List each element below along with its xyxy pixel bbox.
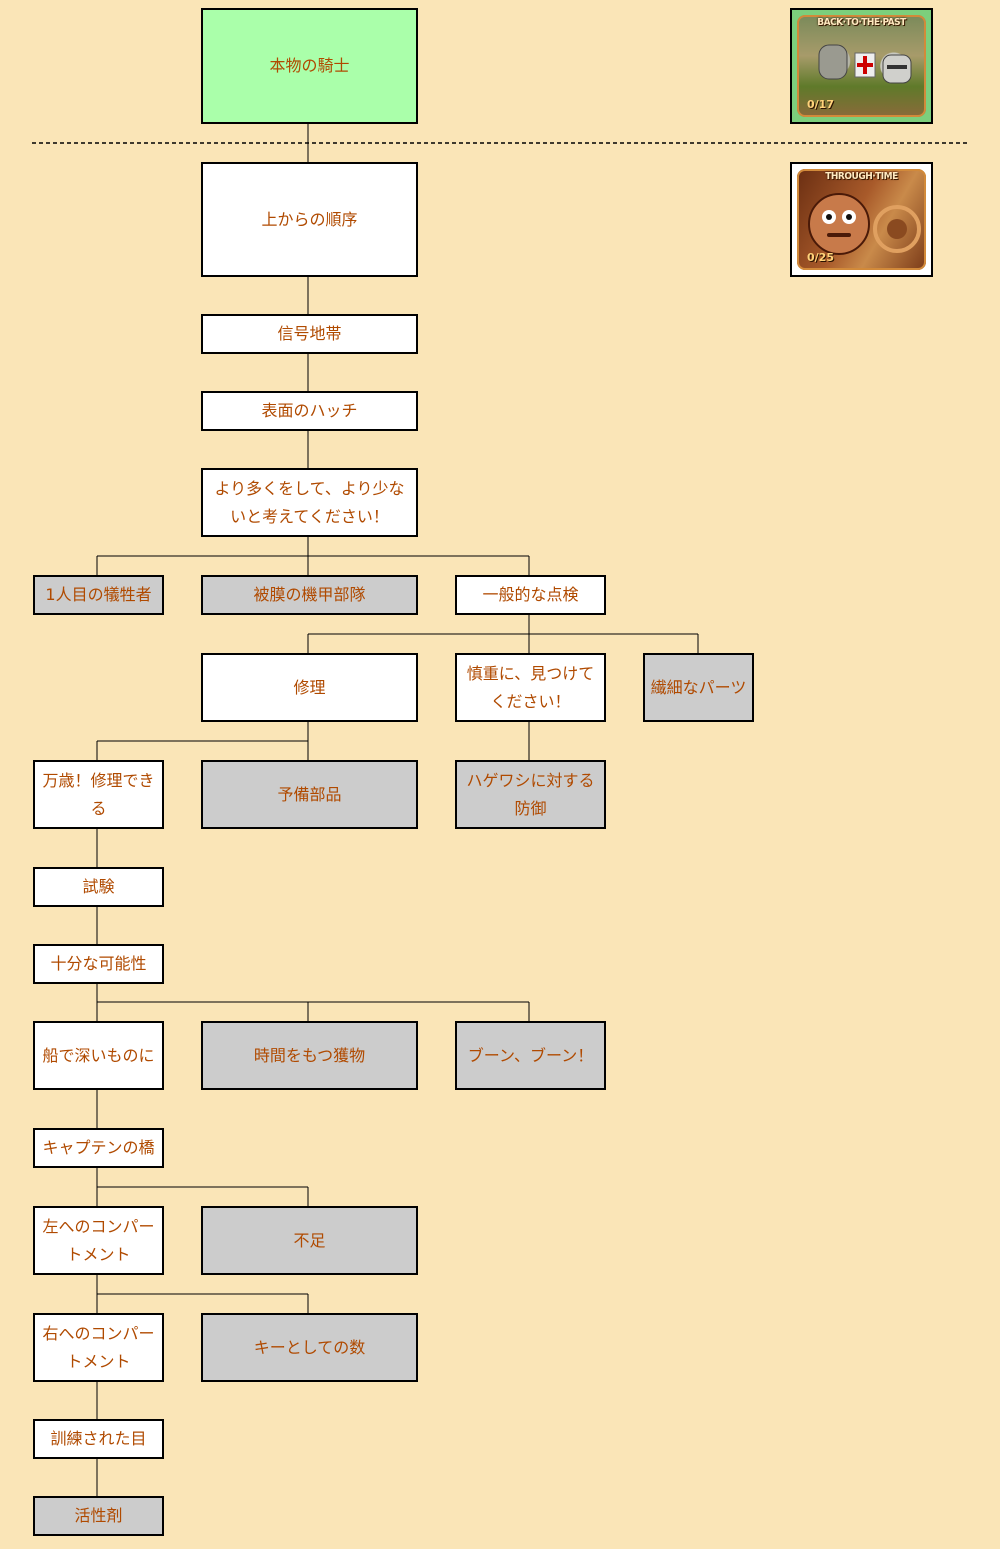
node-captains-bridge[interactable]: キャプテンの橋 — [33, 1128, 164, 1168]
node-label: 活性剤 — [74, 1506, 123, 1525]
node-spare-parts[interactable]: 予備部品 — [201, 760, 418, 829]
node-hooray-repairable[interactable]: 万歳！修理できる — [33, 760, 164, 829]
node-activator[interactable]: 活性剤 — [33, 1496, 164, 1536]
through-time-image: THROUGH·TIME 0/25 — [797, 169, 926, 270]
node-label: 万歳！修理できる — [42, 770, 155, 818]
node-boon-boon[interactable]: ブーン、ブーン！ — [455, 1021, 606, 1090]
back-to-the-past-thumbnail[interactable]: BACK·TO·THE·PAST 0/17 — [790, 8, 933, 124]
node-label: 試験 — [82, 877, 115, 896]
node-ship-to-deep[interactable]: 船で深いものに — [33, 1021, 164, 1090]
thumbnail-counter: 0/25 — [807, 251, 834, 264]
node-left-compartment[interactable]: 左へのコンパートメント — [33, 1206, 164, 1275]
node-label: 時間をもつ獲物 — [253, 1045, 366, 1065]
node-find-carefully[interactable]: 慎重に、見つけてください！ — [455, 653, 606, 722]
node-label: 1人目の犠牲者 — [45, 585, 152, 604]
node-label: ブーン、ブーン！ — [467, 1045, 594, 1065]
thumbnail-counter: 0/17 — [807, 98, 834, 111]
robot-face-icon — [808, 193, 921, 255]
node-label: 予備部品 — [277, 784, 342, 804]
node-label: 船で深いものに — [42, 1045, 155, 1065]
node-test[interactable]: 試験 — [33, 867, 164, 907]
node-label: 被膜の機甲部隊 — [253, 585, 366, 604]
node-sufficient-possibility[interactable]: 十分な可能性 — [33, 944, 164, 984]
node-order-from-above[interactable]: 上からの順序 — [201, 162, 418, 277]
node-number-as-key[interactable]: キーとしての数 — [201, 1313, 418, 1382]
node-vulture-defense[interactable]: ハゲワシに対する防御 — [455, 760, 606, 829]
thumbnail-caption: THROUGH·TIME — [825, 171, 898, 182]
node-label: 不足 — [293, 1230, 326, 1250]
node-label: 訓練された目 — [50, 1429, 147, 1448]
node-label: キャプテンの橋 — [42, 1138, 155, 1157]
back-to-the-past-image: BACK·TO·THE·PAST 0/17 — [797, 15, 926, 117]
node-label: キーとしての数 — [253, 1337, 366, 1357]
node-first-victim[interactable]: 1人目の犠牲者 — [33, 575, 164, 615]
knight-scene-icon — [818, 44, 912, 84]
node-delicate-parts[interactable]: 繊細なパーツ — [643, 653, 754, 722]
node-label: 繊細なパーツ — [650, 677, 747, 697]
node-shortage[interactable]: 不足 — [201, 1206, 418, 1275]
node-label: 左へのコンパートメント — [42, 1216, 155, 1264]
node-prey-with-time[interactable]: 時間をもつ獲物 — [201, 1021, 418, 1090]
node-label: 信号地帯 — [277, 324, 342, 343]
node-right-compartment[interactable]: 右へのコンパートメント — [33, 1313, 164, 1382]
node-signal-zone[interactable]: 信号地帯 — [201, 314, 418, 354]
node-label: ハゲワシに対する防御 — [466, 770, 595, 818]
node-label: 慎重に、見つけてください！ — [466, 663, 595, 711]
node-label: より多くをして、より少ないと考えてください！ — [214, 478, 405, 526]
node-label: 修理 — [293, 677, 326, 697]
node-trained-eye[interactable]: 訓練された目 — [33, 1419, 164, 1459]
node-label: 表面のハッチ — [261, 401, 358, 420]
node-do-more[interactable]: より多くをして、より少ないと考えてください！ — [201, 468, 418, 537]
node-label: 上からの順序 — [261, 209, 358, 229]
node-label: 一般的な点検 — [482, 585, 579, 604]
node-armored-unit[interactable]: 被膜の機甲部隊 — [201, 575, 418, 615]
node-real-knight[interactable]: 本物の騎士 — [201, 8, 418, 124]
node-repair[interactable]: 修理 — [201, 653, 418, 722]
thumbnail-caption: BACK·TO·THE·PAST — [817, 17, 906, 28]
through-time-thumbnail[interactable]: THROUGH·TIME 0/25 — [790, 162, 933, 277]
node-label: 十分な可能性 — [50, 954, 147, 973]
node-general-inspection[interactable]: 一般的な点検 — [455, 575, 606, 615]
node-label: 本物の騎士 — [269, 56, 350, 75]
node-label: 右へのコンパートメント — [42, 1323, 155, 1371]
node-surface-hatch[interactable]: 表面のハッチ — [201, 391, 418, 431]
